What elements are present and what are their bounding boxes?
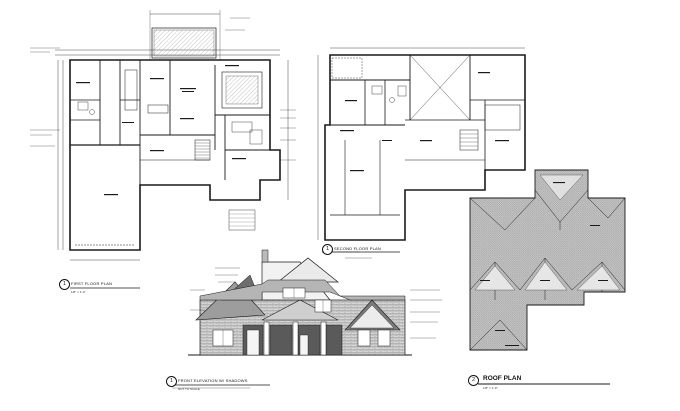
roof-plan-number: 2 (468, 375, 479, 386)
elevation-scale: NOT TO SCALE (178, 387, 200, 391)
first-floor-scale: 1/8" = 1'-0" (71, 290, 86, 294)
title-underlines (70, 251, 610, 389)
roof-plan-scale: 1/8" = 1'-0" (483, 386, 498, 390)
elevation-number: 1 (166, 376, 177, 387)
second-floor-number: 1 (322, 244, 333, 255)
roof-plan-title: ROOF PLAN (483, 375, 522, 382)
first-floor-number: 1 (59, 279, 70, 290)
first-floor-title: FIRST FLOOR PLAN (71, 281, 113, 286)
elevation-title: FRONT ELEVATION W/ SHADOWS (178, 378, 248, 383)
second-floor-plan (317, 47, 526, 241)
roof-plan (469, 169, 626, 351)
front-elevation (188, 249, 442, 356)
second-floor-title: SECOND FLOOR PLAN (334, 246, 381, 251)
first-floor-plan (30, 10, 296, 261)
